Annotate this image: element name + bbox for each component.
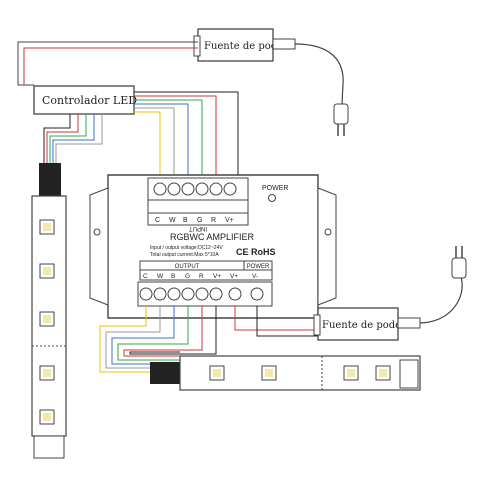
left-led-strip <box>31 163 67 459</box>
rgbwc-amplifier: INPUT C W B G R V+ POWER RGBWC AMPLIFIER… <box>89 174 337 319</box>
input-pin-label: W <box>169 217 176 224</box>
input-pin-labels: C W B G R V+ <box>155 217 234 224</box>
output-pin-label: C <box>143 273 148 280</box>
power-header: POWER <box>247 264 270 270</box>
mounting-hole-icon <box>93 228 101 236</box>
amplifier-spec-voltage: Input / output voltage:DC12~24V <box>150 245 223 251</box>
power-pin-label: V+ <box>230 273 238 280</box>
input-pin-label: C <box>155 217 160 224</box>
controller-to-amp-wires <box>134 91 239 178</box>
output-screw-terminals <box>139 287 264 301</box>
amplifier-spec-current: Total output current:Max 5*10A <box>150 252 219 258</box>
output-pin-label: W <box>157 273 164 280</box>
amplifier-cert: CE RoHS <box>236 247 276 257</box>
input-pin-label: R <box>211 217 216 224</box>
amp-to-strip-wires <box>99 306 217 373</box>
output-pin-label: R <box>199 273 204 280</box>
bottom-led-strip <box>150 355 421 391</box>
top-power-supply-label: Fuente de poder <box>204 41 288 52</box>
output-pin-label: G <box>185 273 190 280</box>
input-pin-label: B <box>183 217 188 224</box>
led-controller: Controlador LED <box>33 85 137 115</box>
controller-to-strip-wires <box>43 114 103 166</box>
amplifier-title: RGBWC AMPLIFIER <box>170 232 255 242</box>
mounting-hole-icon <box>324 228 332 236</box>
power-led-icon <box>268 194 276 202</box>
led-controller-label: Controlador LED <box>42 94 137 107</box>
output-header: OUTPUT <box>175 264 200 270</box>
power-pin-label: V- <box>252 273 258 280</box>
input-pin-label: G <box>197 217 202 224</box>
power-led-label: POWER <box>262 185 288 192</box>
output-pin-label: B <box>171 273 175 280</box>
output-pin-label: V+ <box>213 273 221 280</box>
input-pin-label: V+ <box>225 217 234 224</box>
bottom-power-supply-label: Fuente de poder <box>322 320 406 331</box>
top-power-supply: Fuente de poder <box>193 28 344 113</box>
input-screw-terminals <box>153 182 237 196</box>
bottom-plug-icon <box>451 246 467 279</box>
input-header: INPUT <box>189 225 207 231</box>
output-pin-labels: C W B G R V+ V+ V- <box>143 273 258 280</box>
top-plug-icon <box>333 103 349 136</box>
